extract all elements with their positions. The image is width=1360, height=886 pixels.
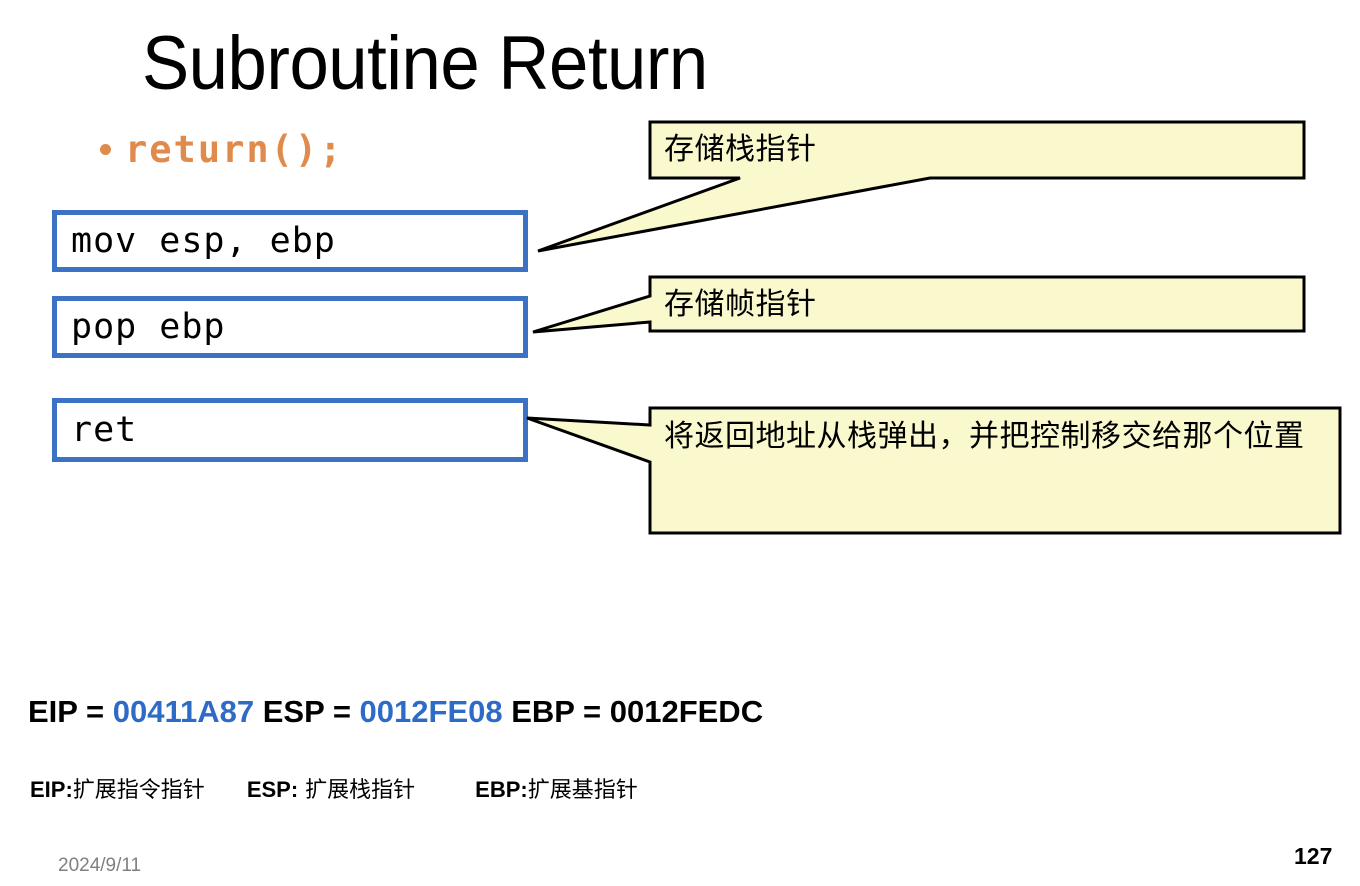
legend-desc-eip: 扩展指令指针 (72, 778, 205, 803)
instruction-box-pop: pop ebp (52, 296, 528, 358)
esp-label: ESP = (254, 694, 360, 729)
bullet-point-icon (100, 144, 111, 155)
eip-value: 00411A87 (112, 694, 255, 729)
legend-desc-esp: 扩展栈指针 (298, 778, 416, 803)
esp-value: 0012FE08 (359, 694, 503, 729)
eip-label: EIP = (28, 694, 113, 729)
legend-item-ebp: EBP:扩展基指针 (475, 772, 638, 804)
legend-item-esp: ESP: 扩展栈指针 (247, 772, 415, 804)
instruction-box-mov: mov esp, ebp (52, 210, 528, 272)
footer-date: 2024/9/11 (58, 855, 142, 876)
instruction-box-ret: ret (52, 398, 528, 462)
page-title: Subroutine Return (142, 21, 708, 106)
instruction-text: ret (71, 410, 138, 450)
legend-desc-ebp: 扩展基指针 (527, 778, 638, 803)
bullet-row: return(); (100, 128, 343, 171)
callout-label-pop-return-address: 将返回地址从栈弹出，并把控制移交给那个位置 (664, 419, 1305, 454)
instruction-text: pop ebp (71, 307, 226, 347)
ebp-label: EBP = (502, 694, 610, 729)
register-status-line: EIP = 00411A87 ESP = 0012FE08 EBP = 0012… (28, 694, 763, 730)
legend-item-eip: EIP:扩展指令指针 (30, 772, 205, 804)
callout-label-store-frame-pointer: 存储帧指针 (664, 287, 817, 322)
legend-key-ebp: EBP: (475, 777, 528, 802)
ebp-value: 0012FEDC (609, 694, 764, 729)
footer-page-number: 127 (1294, 843, 1333, 869)
legend-key-esp: ESP: (246, 777, 299, 802)
register-legend-line: EIP:扩展指令指针 ESP: 扩展栈指针 EBP:扩展基指针 (30, 772, 638, 804)
legend-key-eip: EIP: (30, 777, 73, 802)
bullet-code-text: return(); (125, 128, 344, 171)
callout-label-store-stack-pointer: 存储栈指针 (664, 132, 817, 167)
instruction-text: mov esp, ebp (71, 221, 336, 261)
